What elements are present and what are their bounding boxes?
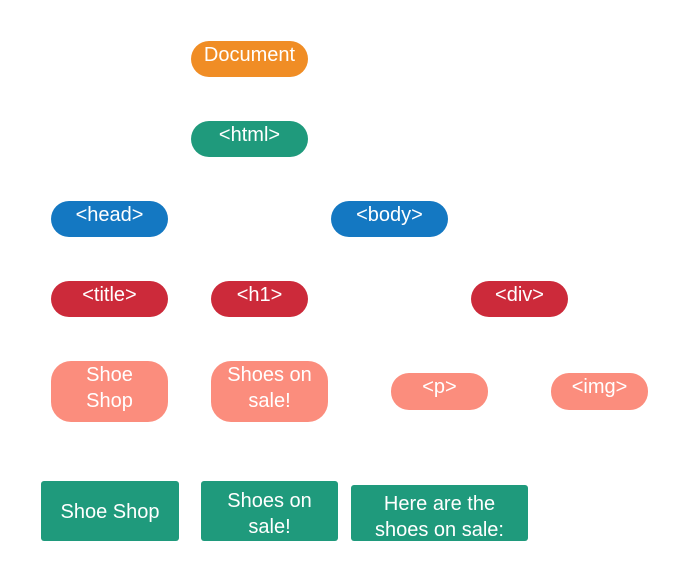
rendered-title-box: Shoe Shop bbox=[41, 481, 179, 541]
node-p: <p> bbox=[391, 373, 488, 410]
rendered-h1-box: Shoes on sale! bbox=[201, 481, 338, 541]
rendered-p-label: Here are the shoes on sale: bbox=[375, 493, 504, 541]
node-h1-label: <h1> bbox=[236, 284, 283, 306]
node-p-label: <p> bbox=[422, 376, 457, 398]
node-h1: <h1> bbox=[211, 281, 308, 317]
node-title: <title> bbox=[51, 281, 168, 317]
rendered-p-box: Here are the shoes on sale: bbox=[351, 485, 528, 541]
node-h1-text: Shoes on sale! bbox=[211, 361, 328, 422]
node-h1-text-label: Shoes on sale! bbox=[227, 364, 312, 412]
node-img: <img> bbox=[551, 373, 648, 410]
node-title-label: <title> bbox=[82, 284, 137, 306]
node-title-text-label: Shoe Shop bbox=[86, 364, 133, 412]
node-div-label: <div> bbox=[495, 284, 544, 306]
node-document: Document bbox=[191, 41, 308, 77]
node-title-text: Shoe Shop bbox=[51, 361, 168, 422]
node-head: <head> bbox=[51, 201, 168, 237]
node-body: <body> bbox=[331, 201, 448, 237]
node-document-label: Document bbox=[203, 44, 296, 66]
rendered-title-label: Shoe Shop bbox=[60, 500, 160, 523]
node-body-label: <body> bbox=[356, 204, 423, 226]
node-html: <html> bbox=[191, 121, 308, 157]
node-html-label: <html> bbox=[218, 124, 281, 146]
node-img-label: <img> bbox=[571, 376, 628, 398]
node-div: <div> bbox=[471, 281, 568, 317]
rendered-h1-label: Shoes on sale! bbox=[227, 490, 312, 538]
node-head-label: <head> bbox=[75, 204, 144, 226]
